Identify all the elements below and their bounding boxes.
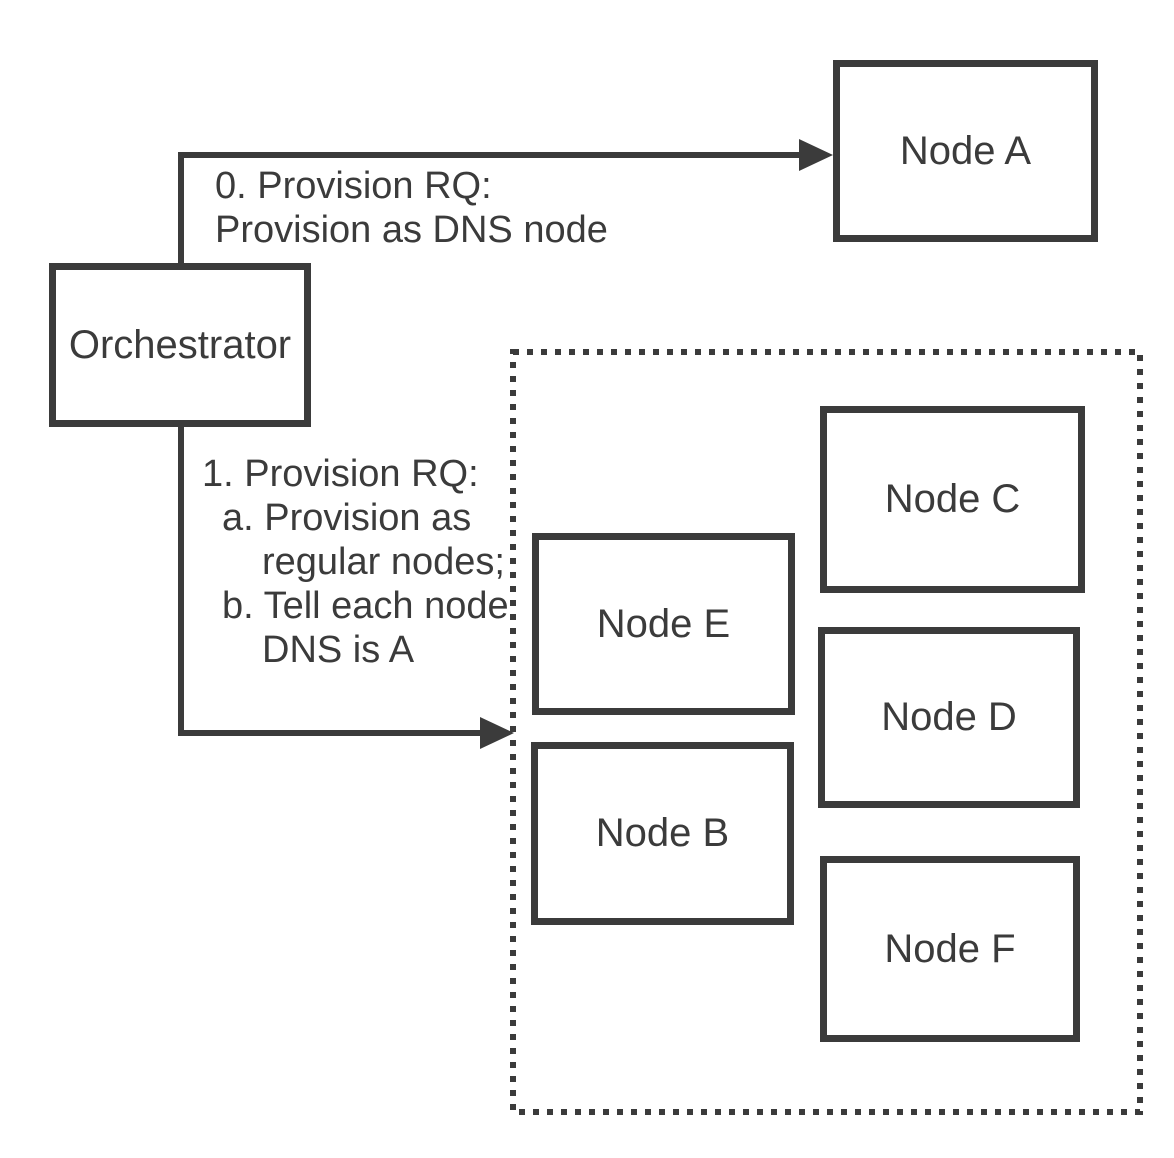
arrow-0-vertical-line <box>178 152 184 267</box>
cluster-dotted-border <box>510 349 1143 1115</box>
annotation-line: regular nodes; <box>262 541 505 583</box>
provision-dns-annotation: 0. Provision RQ: Provision as DNS node <box>215 164 608 252</box>
annotation-line: DNS is A <box>262 629 415 671</box>
node-e-label: Node E <box>596 601 731 646</box>
annotation-line: 0. Provision RQ: <box>215 165 492 207</box>
annotation-line: Provision as DNS node <box>215 209 608 251</box>
annotation-line: b. Tell each node <box>222 585 509 627</box>
orchestrator-label: Orchestrator <box>68 322 292 367</box>
node-f-box: Node F <box>820 856 1080 1042</box>
node-b-box: Node B <box>531 742 794 925</box>
arrow-0-head-icon <box>799 139 833 171</box>
node-a-label: Node A <box>899 128 1032 173</box>
annotation-line: 1. Provision RQ: <box>202 453 479 495</box>
node-e-box: Node E <box>532 533 795 715</box>
annotation-line: a. Provision as <box>222 497 472 539</box>
provision-regular-annotation: 1. Provision RQ: a. Provision as regular… <box>202 452 509 672</box>
cluster-border-rect <box>510 349 1143 1115</box>
node-c-label: Node C <box>884 477 1021 521</box>
node-d-label: Node D <box>881 695 1017 739</box>
node-b-label: Node B <box>595 811 730 855</box>
arrow-0-horizontal-line <box>178 152 801 158</box>
arrow-1-horizontal-line <box>178 730 482 736</box>
node-f-label: Node F <box>884 926 1016 971</box>
arrow-1-vertical-line <box>178 425 184 736</box>
node-a-box: Node A <box>833 60 1098 242</box>
arrow-1-head-icon <box>480 717 514 749</box>
node-d-box: Node D <box>818 627 1080 808</box>
orchestrator-box: Orchestrator <box>49 263 311 427</box>
node-c-box: Node C <box>820 406 1085 593</box>
